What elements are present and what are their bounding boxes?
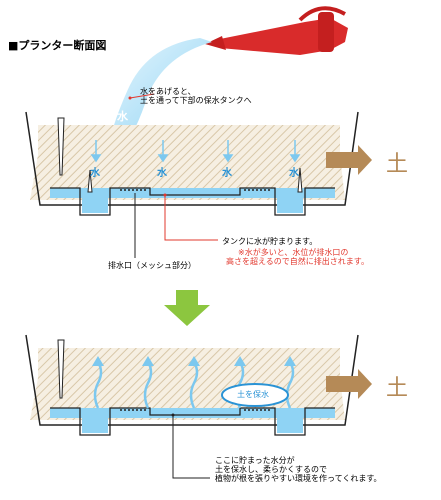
water-label-2: 水 <box>157 168 167 179</box>
water-label-1: 水 <box>90 168 100 179</box>
stream-water-label: 水 <box>117 110 128 123</box>
soil-arrow-icon <box>326 145 372 175</box>
tank-warning: ※水が多いと、水位が排水口の 高さを超えるので自然に排出されます。 <box>226 248 369 267</box>
bottom-annotation: ここに貯まった水分が 土を保水し、柔らかくするので 植物が根を張りやすい環境を作… <box>215 456 382 484</box>
keep-soil-label: 土を保水 <box>237 390 269 399</box>
bottom-leader <box>172 415 210 479</box>
tank-leader <box>164 195 218 241</box>
water-stream <box>110 38 212 138</box>
water-label-4: 水 <box>289 168 299 179</box>
keep-soil-oval <box>221 383 289 407</box>
planter-top <box>25 111 359 216</box>
annotation-leader <box>129 93 155 99</box>
soil-arrow-icon <box>326 369 372 399</box>
diagram-title: ■プランター断面図 <box>8 39 107 52</box>
watering-can-icon <box>205 6 348 55</box>
transition-arrow-icon <box>164 290 210 326</box>
tank-annotation: タンクに水が貯まります。 <box>222 237 318 246</box>
drain-annotation: 排水口（メッシュ部分） <box>108 261 196 270</box>
soil-label-top: 土 <box>386 152 409 177</box>
soil-label-bottom: 土 <box>386 376 409 401</box>
water-label-3: 水 <box>222 168 232 179</box>
watering-annotation: 水をあげると、 土を通って下部の保水タンクへ <box>140 87 252 106</box>
